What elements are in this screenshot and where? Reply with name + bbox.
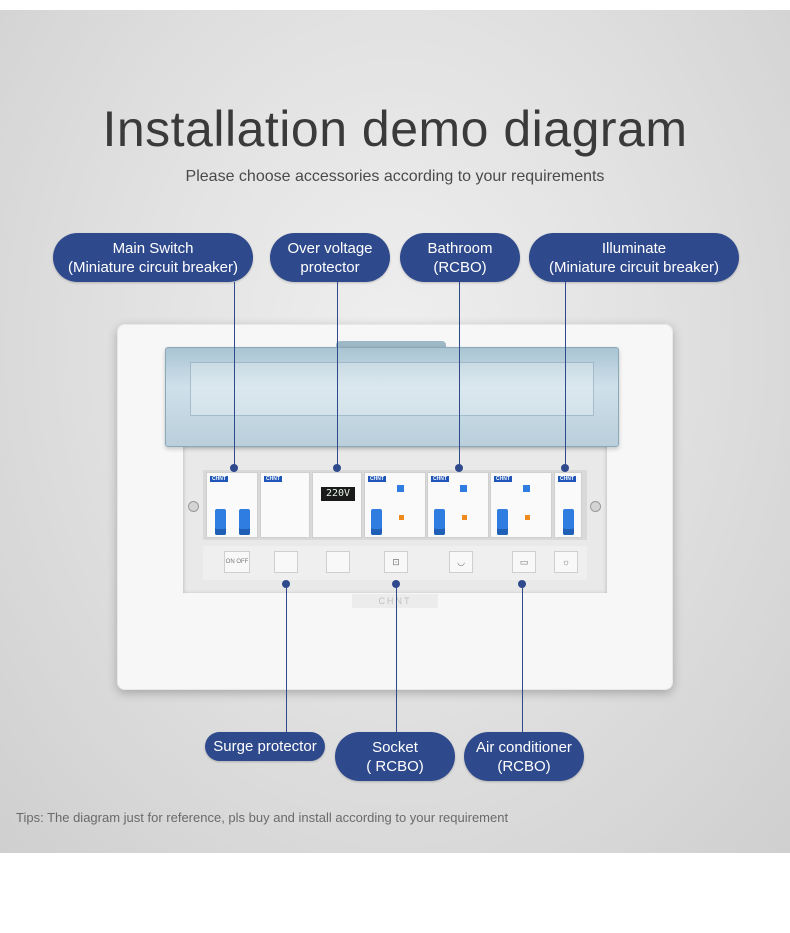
label-main-switch-line1: Main Switch <box>112 239 194 257</box>
label-main-switch-line2: (Miniature circuit breaker) <box>67 258 239 276</box>
bathroom-rcbo-module: CHNT <box>427 472 489 538</box>
screw-right-icon <box>590 501 601 512</box>
leader-line-over-voltage <box>337 282 338 468</box>
label-surge-protector: Surge protector <box>205 732 325 761</box>
breaker-toggle[interactable] <box>563 509 574 535</box>
brand-label: CHNT <box>431 476 449 482</box>
leader-line-illuminate <box>565 282 566 468</box>
label-illuminate: Illuminate (Miniature circuit breaker) <box>529 233 739 282</box>
label-over-voltage-line1: Over voltage <box>287 239 373 257</box>
leader-dot-illuminate <box>561 464 569 472</box>
test-button[interactable] <box>460 485 467 492</box>
brand-label: CHNT <box>368 476 386 482</box>
socket-icon: ⊡ <box>384 551 408 573</box>
air-conditioner-icon: ▭ <box>512 551 536 573</box>
onoff-label-box: ON OFF <box>224 551 250 573</box>
label-air-conditioner-line1: Air conditioner <box>476 738 572 756</box>
transparent-cover[interactable] <box>165 347 619 447</box>
leader-line-air-conditioner <box>522 584 523 732</box>
leader-line-bathroom <box>459 282 460 468</box>
label-over-voltage: Over voltage protector <box>270 233 390 282</box>
label-socket-line2: ( RCBO) <box>366 757 424 775</box>
test-button[interactable] <box>397 485 404 492</box>
label-surge-line1: Surge protector <box>213 738 317 755</box>
panel-logo: CHNT <box>352 594 438 608</box>
leader-dot-bathroom <box>455 464 463 472</box>
test-button[interactable] <box>523 485 530 492</box>
page-subtitle: Please choose accessories according to y… <box>185 168 605 185</box>
main-switch-breaker: CHNT <box>206 472 258 538</box>
leader-line-socket <box>396 584 397 732</box>
leader-line-main-switch <box>234 282 235 468</box>
label-main-switch: Main Switch (Miniature circuit breaker) <box>53 233 253 282</box>
page-title: Installation demo diagram <box>102 101 688 157</box>
voltage-display: 220V <box>321 487 355 501</box>
indicator-orange <box>462 515 467 520</box>
indicator-orange <box>525 515 530 520</box>
blank-label-box <box>274 551 298 573</box>
brand-label: CHNT <box>210 476 228 482</box>
breaker-toggle[interactable] <box>371 509 382 535</box>
leader-line-surge <box>286 584 287 732</box>
indicator-orange <box>399 515 404 520</box>
brand-label: CHNT <box>494 476 512 482</box>
cover-hinge <box>336 341 446 351</box>
label-socket: Socket ( RCBO) <box>335 732 455 781</box>
label-socket-line1: Socket <box>372 738 418 756</box>
breaker-toggle[interactable] <box>215 509 226 535</box>
label-bathroom: Bathroom (RCBO) <box>400 233 520 282</box>
label-over-voltage-line2: protector <box>300 258 360 276</box>
label-air-conditioner: Air conditioner (RCBO) <box>464 732 584 781</box>
lightbulb-icon: ☼ <box>554 551 578 573</box>
label-air-conditioner-line2: (RCBO) <box>497 757 551 775</box>
breaker-toggle[interactable] <box>497 509 508 535</box>
leader-dot-main-switch <box>230 464 238 472</box>
label-bathroom-line2: (RCBO) <box>433 258 487 276</box>
illuminate-breaker: CHNT <box>554 472 582 538</box>
leader-dot-over-voltage <box>333 464 341 472</box>
label-illuminate-line2: (Miniature circuit breaker) <box>548 258 720 276</box>
over-voltage-module: 220V <box>312 472 362 538</box>
screw-left-icon <box>188 501 199 512</box>
bathtub-icon: ◡ <box>449 551 473 573</box>
breaker-toggle[interactable] <box>239 509 250 535</box>
brand-label: CHNT <box>264 476 282 482</box>
blank-label-box <box>326 551 350 573</box>
cover-window <box>190 362 594 416</box>
surge-protector-module: CHNT <box>260 472 310 538</box>
label-illuminate-line1: Illuminate <box>601 239 667 257</box>
tips-text: Tips: The diagram just for reference, pl… <box>16 810 509 825</box>
air-conditioner-rcbo-module: CHNT <box>490 472 552 538</box>
brand-label: CHNT <box>558 476 576 482</box>
breaker-toggle[interactable] <box>434 509 445 535</box>
socket-rcbo-module: CHNT <box>364 472 426 538</box>
label-bathroom-line1: Bathroom <box>427 239 493 257</box>
